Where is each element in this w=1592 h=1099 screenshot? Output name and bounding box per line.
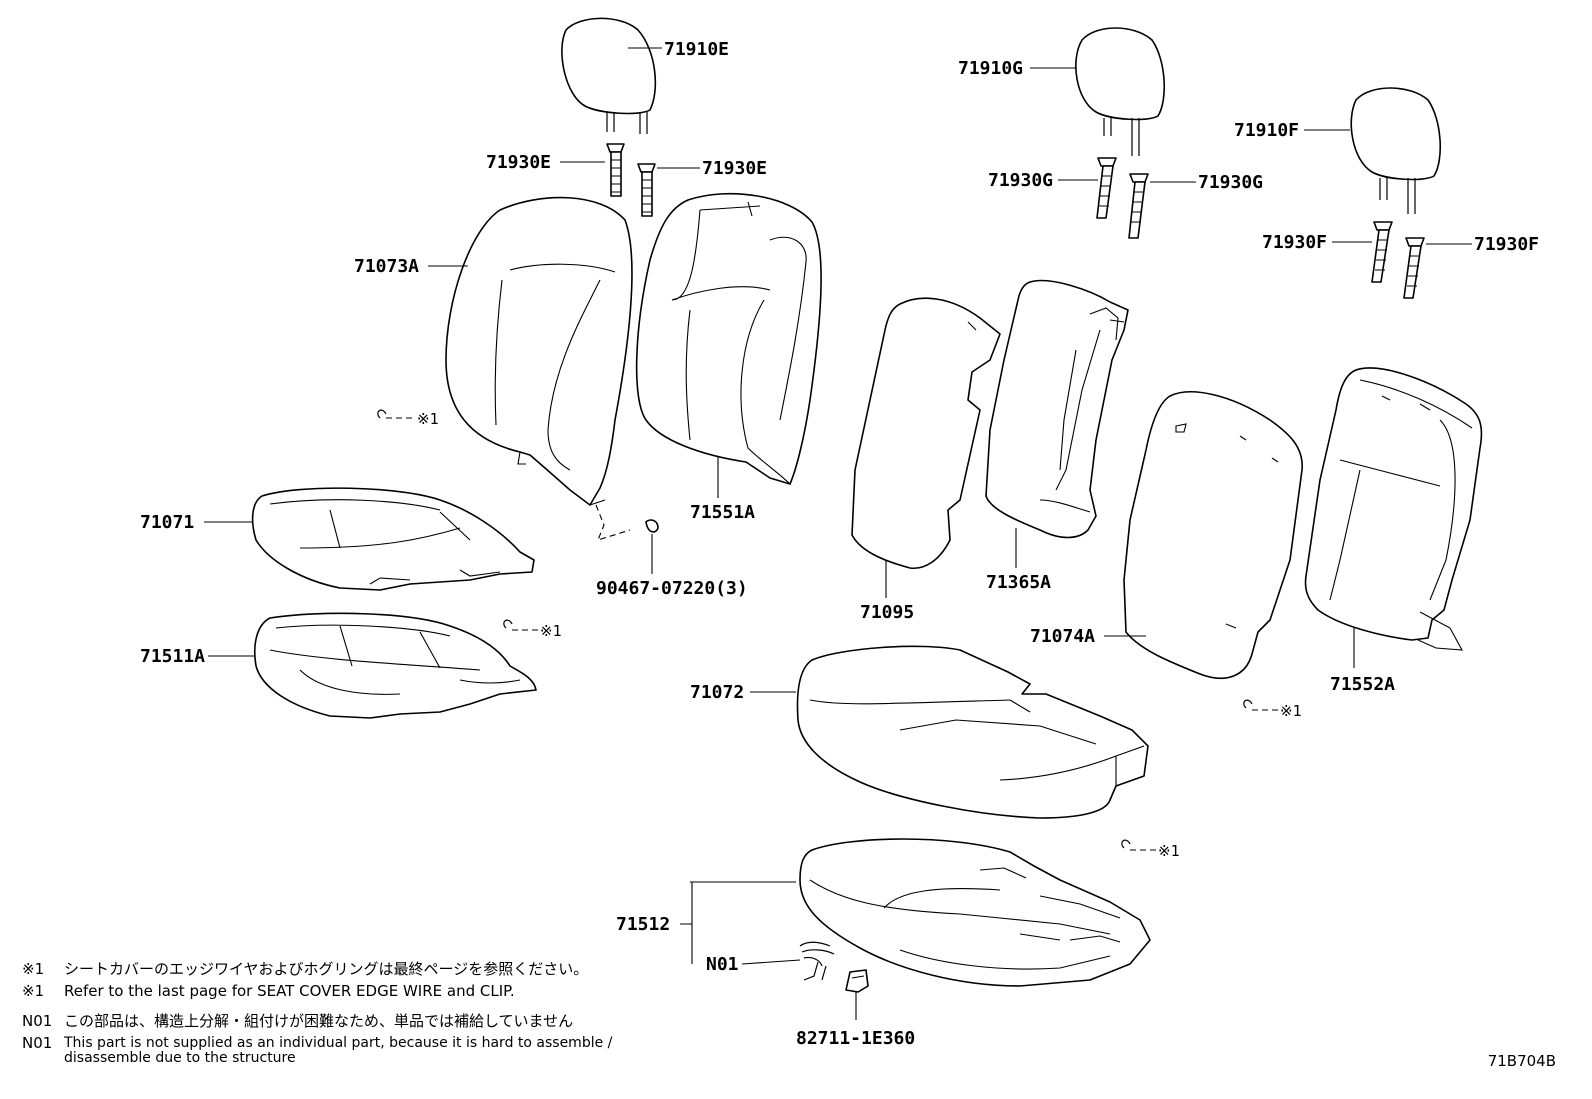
diagram-code: 71B704B [1487, 1052, 1556, 1070]
headrest-71910f [1350, 87, 1442, 214]
clip-90467 [645, 519, 659, 533]
note-ref-jp: ※1 シートカバーのエッジワイヤおよびホグリングは最終ページを参照ください。 [22, 960, 589, 978]
note-n01-jp: N01 この部品は、構造上分解・組付けが困難なため、単品では補給していません [22, 1012, 574, 1030]
harness-n01 [799, 941, 835, 981]
label-71930e-left: 71930E [486, 152, 551, 173]
label-71930e-right: 71930E [702, 158, 767, 179]
guide-71930f-right [1403, 237, 1425, 299]
clip-dashed-lead [595, 504, 631, 541]
rear-cushion-pad-71512 [799, 838, 1151, 987]
label-71365a: 71365A [986, 572, 1051, 593]
label-71072: 71072 [690, 682, 744, 703]
rear-back-cover-71095 [851, 297, 1001, 569]
rear-back-pad-71365a [985, 279, 1129, 539]
label-71930g-right: 71930G [1198, 172, 1263, 193]
connector-82711 [845, 969, 869, 1000]
guide-71930f-left [1371, 221, 1393, 283]
svg-text:※1: ※1 [1280, 702, 1302, 720]
headrest-71910g [1075, 27, 1166, 156]
label-71930f-right: 71930F [1474, 234, 1539, 255]
label-82711-1e360: 82711-1E360 [796, 1028, 915, 1049]
label-71074a: 71074A [1030, 626, 1095, 647]
svg-text:※1: ※1 [417, 410, 439, 428]
rear-back-pad-71552a [1304, 367, 1483, 651]
label-71512: 71512 [616, 914, 670, 935]
label-71095: 71095 [860, 602, 914, 623]
seat-cushion-pad-71511a [254, 612, 537, 719]
guide-71930g-right [1128, 173, 1149, 239]
ref-mark-1: ※1 [377, 409, 439, 428]
label-71930f-left: 71930F [1262, 232, 1327, 253]
label-71552a: 71552A [1330, 674, 1395, 695]
note-n01-en: N01 This part is not supplied as an indi… [22, 1034, 613, 1052]
notes-block: ※1 シートカバーのエッジワイヤおよびホグリングは最終ページを参照ください。 ※… [22, 958, 782, 1066]
note-n01-en-cont: disassemble due to the structure [64, 1050, 296, 1066]
label-71551a: 71551A [690, 502, 755, 523]
headrest-71910e [561, 17, 657, 134]
seat-cushion-cover-71071 [251, 487, 535, 591]
ref-mark-2: ※1 [503, 619, 562, 640]
label-71073a: 71073A [354, 256, 419, 277]
label-n01: N01 [706, 954, 739, 975]
label-71910g: 71910G [958, 58, 1023, 79]
bracket-71512 [680, 881, 796, 964]
rear-cushion-cover-71072 [796, 645, 1149, 819]
label-71910e: 71910E [664, 39, 729, 60]
rear-back-cover-71074a [1123, 391, 1303, 679]
label-71511a: 71511A [140, 646, 205, 667]
ref-mark-4: ※1 [1121, 839, 1180, 860]
svg-text:※1: ※1 [1158, 842, 1180, 860]
note-ref-en: ※1 Refer to the last page for SEAT COVER… [22, 982, 515, 1000]
label-71910f: 71910F [1234, 120, 1299, 141]
seat-back-cover-71073a [445, 196, 633, 506]
svg-text:※1: ※1 [540, 622, 562, 640]
guide-71930g-left [1096, 157, 1117, 219]
guide-71930e-left [606, 143, 625, 197]
guide-71930e-right [637, 163, 656, 217]
ref-mark-3: ※1 [1243, 699, 1302, 720]
seat-back-pad-71551a [635, 192, 822, 485]
label-71930g-left: 71930G [988, 170, 1053, 191]
label-90467-07220: 90467-07220(3) [596, 578, 748, 599]
label-71071: 71071 [140, 512, 194, 533]
